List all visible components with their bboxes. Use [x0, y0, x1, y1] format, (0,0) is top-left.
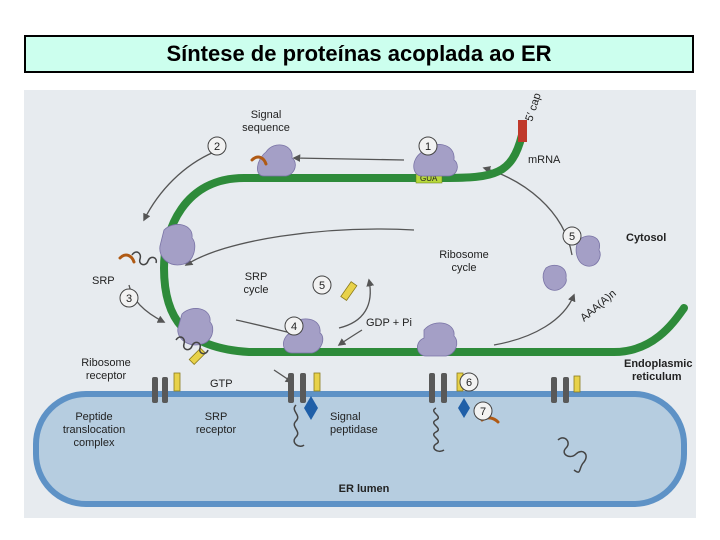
five-prime-cap [518, 120, 527, 142]
cytosol-label: Cytosol [626, 232, 666, 244]
srp-cycle-label-1: SRP [245, 271, 268, 283]
svg-text:6: 6 [466, 377, 472, 389]
ribosome-srp [159, 224, 196, 266]
step-5-ribosome: 5 [562, 226, 582, 246]
srp-cycle-label-2: cycle [243, 284, 268, 296]
diagram: GUA [24, 90, 696, 518]
signal-peptidase-label-1: Signal [330, 411, 361, 423]
svg-text:7: 7 [480, 406, 486, 418]
svg-text:3: 3 [126, 293, 132, 305]
title-box: Síntese de proteínas acoplada ao ER [24, 35, 694, 73]
ribosome-receptor-label-1: Ribosome [81, 357, 131, 369]
ribosome-cycle-label-1: Ribosome [439, 249, 489, 261]
ribosome-free-small [575, 235, 601, 267]
step-3: 3 [119, 288, 139, 308]
gtp-label: GTP [210, 378, 233, 390]
ribosome-cycle-label-2: cycle [451, 262, 476, 274]
ribosome-2 [257, 144, 296, 177]
peptide-complex-label-3: complex [74, 437, 115, 449]
srp-receptor-label-1: SRP [205, 411, 228, 423]
srp-receptor-label-2: receptor [196, 424, 237, 436]
signal-peptidase-icons [304, 396, 470, 420]
step-4: 4 [284, 316, 304, 336]
step-5-srp: 5 [312, 275, 332, 295]
signal-sequence-label-1: Signal [251, 109, 282, 121]
gdp-label: GDP + Pi [366, 317, 412, 329]
srp-label: SRP [92, 275, 115, 287]
step-markers: 1 2 3 4 5 5 6 7 [119, 136, 582, 421]
step-6: 6 [459, 372, 479, 392]
signal-peptidase-label-2: peptidase [330, 424, 378, 436]
er-label-2: reticulum [632, 371, 682, 383]
gua-label: GUA [420, 174, 438, 183]
svg-text:1: 1 [425, 141, 431, 153]
svg-text:2: 2 [214, 141, 220, 153]
svg-text:5: 5 [319, 280, 325, 292]
ribosome-receptor-label-2: receptor [86, 370, 127, 382]
ribosome-3 [177, 308, 214, 346]
step-1: 1 [418, 136, 438, 156]
ribosome-6 [417, 322, 458, 357]
mrna-strand [159, 131, 688, 356]
svg-text:5: 5 [569, 231, 575, 243]
er-label-1: Endoplasmic [624, 358, 692, 370]
signal-sequence-label-2: sequence [242, 122, 290, 134]
step-7: 7 [473, 401, 493, 421]
peptide-complex-label-2: translocation [63, 424, 125, 436]
step-2: 2 [207, 136, 227, 156]
svg-text:4: 4 [291, 321, 297, 333]
polypeptide-coils [131, 251, 587, 473]
er-lumen [33, 391, 687, 507]
mrna-label: mRNA [528, 154, 561, 166]
peptide-complex-label-1: Peptide [75, 411, 112, 423]
ribosome-free-large [542, 264, 567, 291]
membrane-proteins [152, 373, 569, 403]
er-lumen-label: ER lumen [339, 483, 390, 495]
page-title: Síntese de proteínas acoplada ao ER [166, 41, 552, 66]
